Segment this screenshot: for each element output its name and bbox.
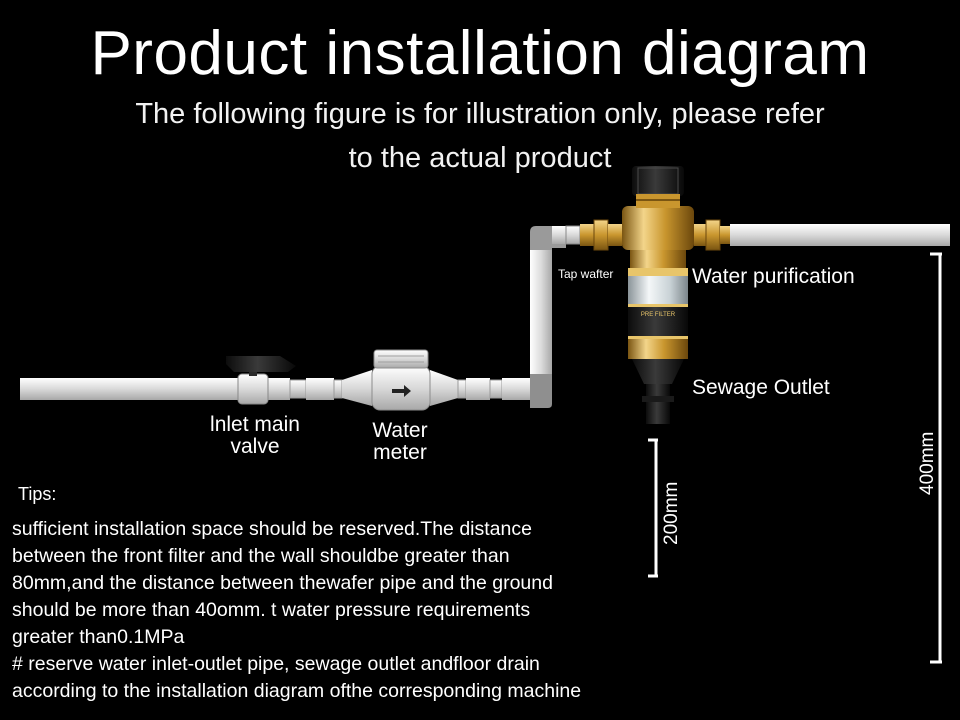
subtitle-line-1: The following figure is for illustration… (135, 98, 825, 130)
inlet-valve (226, 356, 296, 405)
tips-line: should be more than 40omm. t water press… (12, 599, 531, 621)
inlet-pipe (20, 378, 343, 400)
tips-line: 80mm,and the distance between thewafer p… (12, 572, 553, 594)
tips-line: greater than0.1MPa (12, 626, 185, 648)
tap-wafter-label: Tap wafter (558, 267, 614, 281)
meter-outlet-pipe (457, 378, 530, 400)
water-purification-label: Water purification (692, 265, 855, 288)
dimension-400mm (930, 252, 942, 664)
tips-title: Tips: (18, 484, 57, 504)
water-meter-label-line-2: meter (373, 441, 427, 464)
tips-text: sufficient installation space should be … (12, 516, 652, 705)
inlet-valve-label-line-2: valve (230, 435, 280, 458)
filter-brand-text: PRE FILTER (641, 312, 676, 318)
water-meter-label: Water meter (356, 420, 444, 464)
riser-pipe (530, 225, 581, 408)
tips-line: between the front filter and the wall sh… (12, 545, 510, 567)
page-title: Product installation diagram (90, 19, 870, 88)
inlet-valve-label: lnlet main valve (196, 414, 314, 458)
tips-line: # reserve water inlet-outlet pipe, sewag… (12, 653, 540, 675)
dimension-200mm (648, 438, 658, 578)
dimension-400mm-label: 400mm (917, 431, 938, 495)
sewage-outlet-label: Sewage Outlet (692, 376, 830, 399)
tips-line: sufficient installation space should be … (12, 518, 532, 540)
dimension-200mm-label: 200mm (661, 481, 682, 545)
pre-filter (580, 166, 730, 424)
outlet-pipe (730, 224, 950, 246)
water-meter (342, 349, 458, 411)
water-meter-label-line-1: Water (372, 419, 428, 442)
inlet-valve-label-line-1: lnlet main (210, 413, 300, 436)
subtitle-line-2: to the actual product (348, 142, 612, 174)
tips-line: according to the installation diagram of… (12, 680, 582, 702)
page-subtitle: The following figure is for illustration… (60, 92, 900, 180)
